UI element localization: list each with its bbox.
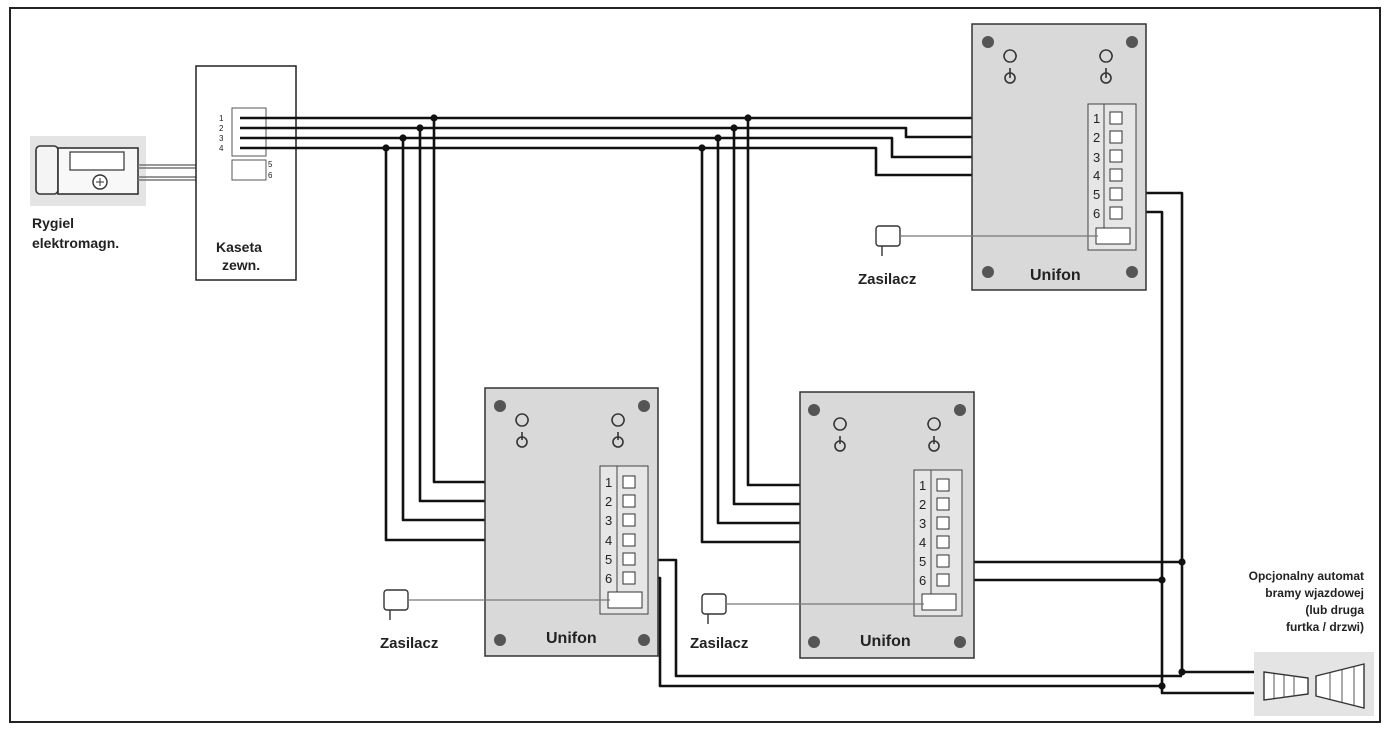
power-adapter-top — [875, 225, 1098, 256]
lock-label-line1: Rygiel — [32, 215, 74, 231]
right-unit-terminal-5: 5 — [919, 554, 926, 569]
right-unit-terminal-3: 3 — [919, 516, 926, 531]
external-cassette — [195, 65, 297, 281]
top-unit-title: Unifon — [1030, 267, 1081, 284]
top-unit-terminal-4: 4 — [1093, 168, 1100, 183]
left-unit-terminal-2: 2 — [605, 494, 612, 509]
lock-label-line2: elektromagn. — [32, 235, 119, 251]
left-unit-terminal-4: 4 — [605, 533, 612, 548]
intercom-unit-top — [971, 23, 1147, 291]
left-unit-terminal-5: 5 — [605, 552, 612, 567]
intercom-unit-right — [799, 391, 975, 659]
cassette-terminal-4: 4 — [219, 144, 224, 153]
left-unit-terminal-6: 6 — [605, 571, 612, 586]
right-psu-label: Zasilacz — [690, 635, 748, 652]
top-unit-terminal-1: 1 — [1093, 111, 1100, 126]
cassette-terminal-2: 2 — [219, 124, 224, 133]
cassette-terminal-6: 6 — [268, 171, 273, 180]
cassette-terminal-5: 5 — [268, 160, 273, 169]
cassette-label-line2: zewn. — [222, 257, 260, 273]
gate-label-line3: (lub druga — [1305, 603, 1364, 617]
right-unit-terminal-1: 1 — [919, 478, 926, 493]
left-unit-terminal-3: 3 — [605, 513, 612, 528]
power-adapter-right — [701, 593, 924, 624]
cassette-terminal-3: 3 — [219, 134, 224, 143]
left-unit-title: Unifon — [546, 630, 597, 647]
gate-label-line1: Opcjonalny automat — [1249, 569, 1364, 583]
right-unit-title: Unifon — [860, 633, 911, 650]
intercom-unit-left — [484, 387, 659, 657]
top-psu-label: Zasilacz — [858, 271, 916, 288]
electromagnetic-lock — [30, 136, 146, 206]
top-unit-terminal-2: 2 — [1093, 130, 1100, 145]
cassette-label-line1: Kaseta — [216, 239, 262, 255]
top-unit-terminal-5: 5 — [1093, 187, 1100, 202]
top-unit-terminal-3: 3 — [1093, 150, 1100, 165]
right-unit-terminal-2: 2 — [919, 497, 926, 512]
right-unit-terminal-6: 6 — [919, 573, 926, 588]
gate-label-line2: bramy wjazdowej — [1265, 586, 1364, 600]
cassette-terminal-1: 1 — [219, 114, 224, 123]
junction-dots — [382, 114, 1186, 690]
top-unit-terminal-6: 6 — [1093, 206, 1100, 221]
gate-automation — [1254, 652, 1374, 716]
right-unit-terminal-4: 4 — [919, 535, 926, 550]
left-unit-terminal-1: 1 — [605, 475, 612, 490]
gate-label-line4: furtka / drzwi) — [1286, 620, 1364, 634]
power-adapter-left — [383, 589, 610, 620]
left-psu-label: Zasilacz — [380, 635, 438, 652]
